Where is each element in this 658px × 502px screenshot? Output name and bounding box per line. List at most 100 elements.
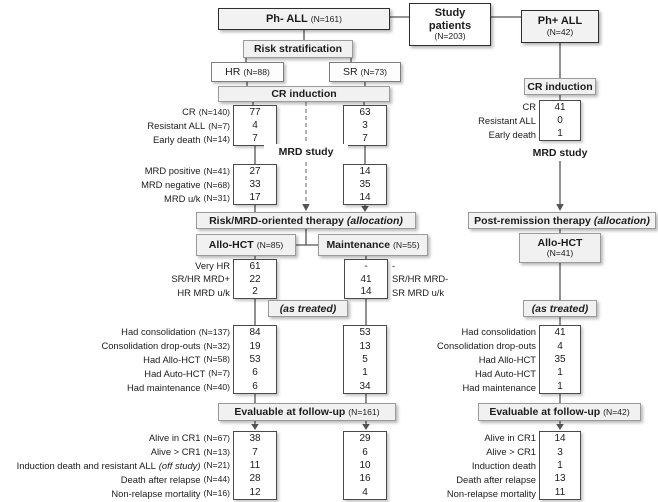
value-cell: 53 (359, 327, 371, 339)
row-label: Had consolidation(N=137) (30, 325, 230, 339)
label-text: Induction death (471, 459, 536, 471)
label-n: (N=40) (203, 382, 230, 393)
value-cell: 0 (557, 115, 563, 126)
label-text: Early death (488, 128, 536, 140)
cr-induction-left-box: CR induction (218, 86, 390, 102)
value-cell: 11 (554, 486, 566, 498)
label-text: - (392, 260, 396, 272)
label-n: (N=44) (203, 474, 230, 485)
row-label: Induction death and resistant ALL(off st… (2, 459, 230, 473)
ph-positive-all-box: Ph+ ALL (N=42) (521, 10, 599, 43)
value-cell: 35 (554, 354, 566, 366)
hr-group-box: HR (N=88) (211, 62, 284, 82)
evaluable-left-label: Evaluable at follow-up (234, 406, 346, 418)
row-label: Non-relapse mortality (415, 486, 536, 500)
study-patients-line1: Study (434, 6, 466, 19)
row-label: Alive in CR1 (415, 431, 536, 445)
outcome-maint-values-box: 29 6 10 16 4 (343, 431, 387, 500)
value-cell: 3 (557, 446, 563, 458)
value-cell: 14 (360, 286, 372, 298)
row-label: Had Allo-HCT(N=58) (30, 353, 230, 367)
post-remission-therapy-label: Post-remission therapy (474, 214, 591, 227)
row-label: MRD positive(N=41) (40, 164, 230, 178)
label-n: (N=58) (203, 354, 230, 365)
value-cell: 27 (249, 166, 261, 177)
mrd-study-right-label: MRD study (518, 145, 602, 160)
risk-mrd-therapy-box: Risk/MRD-oriented therapy (allocation) (196, 212, 416, 229)
maintenance-label: Maintenance (326, 239, 391, 251)
allo-hct-n: (N=85) (256, 240, 284, 250)
value-cell: 4 (362, 486, 368, 498)
label-text: Early death (153, 133, 201, 145)
study-patients-box: Study patients (N=203) (409, 3, 491, 46)
evaluable-right-box: Evaluable at follow-up (N=42) (478, 403, 641, 421)
label-text: Had consolidation (461, 326, 536, 338)
study-patients-line2: patients (428, 19, 472, 32)
value-cell: 14 (554, 433, 566, 445)
label-text: Had consolidation (121, 326, 196, 338)
label-n: (N=68) (203, 179, 230, 190)
value-cell: 34 (359, 380, 371, 392)
label-text: Resistant ALL (478, 115, 536, 126)
label-text: Alive > CR1 (486, 446, 536, 458)
value-cell: 1 (557, 380, 563, 392)
mrd-values-sr-box: 14 35 14 (343, 164, 387, 205)
value-cell: 2 (252, 286, 258, 298)
row-label: Resistant ALL (430, 114, 536, 128)
label-n: (N=41) (203, 165, 230, 176)
label-text: Had Allo-HCT (143, 353, 201, 365)
label-n: (N=13) (203, 446, 230, 457)
label-text: SR/HR MRD- (392, 273, 449, 285)
arrowheads (251, 204, 564, 430)
row-label: MRD negative(N=68) (40, 178, 230, 192)
hr-n: (N=88) (243, 67, 270, 77)
label-n: (N=14) (203, 134, 230, 145)
label-text: HR MRD u/k (177, 286, 230, 298)
consolidation-maint-values-box: 53 13 5 1 34 (343, 325, 387, 394)
cr-induction-left-label: CR induction (271, 88, 337, 100)
ph-negative-all-label: Ph- ALL (265, 13, 308, 25)
row-label: SR/HR MRD+ (100, 272, 230, 285)
consolidation-labels: Had consolidation(N=137) Consolidation d… (30, 325, 230, 394)
row-label: Had Auto-HCT (415, 366, 536, 380)
label-text: Very HR (195, 260, 230, 272)
row-label: Alive > CR1(N=13) (2, 445, 230, 459)
risk-mrd-therapy-label: Risk/MRD-oriented therapy (209, 214, 344, 227)
cr-values-sr-box: 63 3 7 (343, 105, 387, 146)
label-italic: (off study) (158, 459, 201, 471)
label-text: SR/HR MRD+ (171, 273, 230, 285)
ph-positive-all-n: (N=42) (546, 26, 574, 37)
row-label: Alive > CR1 (415, 445, 536, 459)
value-cell: 6 (252, 380, 258, 392)
label-text: Non-relapse mortality (111, 487, 201, 499)
label-text: Had maintenance (126, 381, 201, 393)
value-cell: 77 (249, 107, 261, 118)
row-label: HR MRD u/k (100, 286, 230, 299)
label-text: Alive in CR1 (484, 432, 536, 444)
mrd-study-right-text: MRD study (532, 146, 588, 159)
row-label: Very HR (100, 259, 230, 272)
outcome-labels-right: Alive in CR1 Alive > CR1 Induction death… (415, 431, 536, 500)
value-cell: 1 (557, 460, 563, 472)
allo-hct-right-box: Allo-HCT (N=41) (519, 233, 601, 263)
value-cell: 35 (359, 179, 371, 190)
label-text: Alive > CR1 (150, 446, 201, 458)
value-cell: 7 (252, 446, 258, 458)
value-cell: 13 (359, 340, 371, 352)
evaluable-right-n: (N=42) (603, 407, 630, 417)
evaluable-left-box: Evaluable at follow-up (N=161) (218, 403, 396, 421)
value-cell: 4 (252, 120, 258, 131)
value-cell: 41 (554, 327, 566, 339)
value-cell: 14 (359, 192, 371, 203)
allo-hct-label: Allo-HCT (208, 239, 254, 251)
sr-label: SR (342, 66, 358, 78)
cr-induction-right-box: CR induction (524, 78, 596, 95)
value-cell: 1 (362, 367, 368, 379)
label-text: Consolidation drop-outs (436, 340, 536, 352)
row-label: Consolidation drop-outs (415, 339, 536, 353)
label-text: CR (522, 101, 536, 113)
label-text: Resistant ALL (147, 120, 206, 131)
value-cell: 12 (249, 486, 261, 498)
cr-result-labels: CR(N=140) Resistant ALL(N=7) Early death… (40, 105, 230, 146)
